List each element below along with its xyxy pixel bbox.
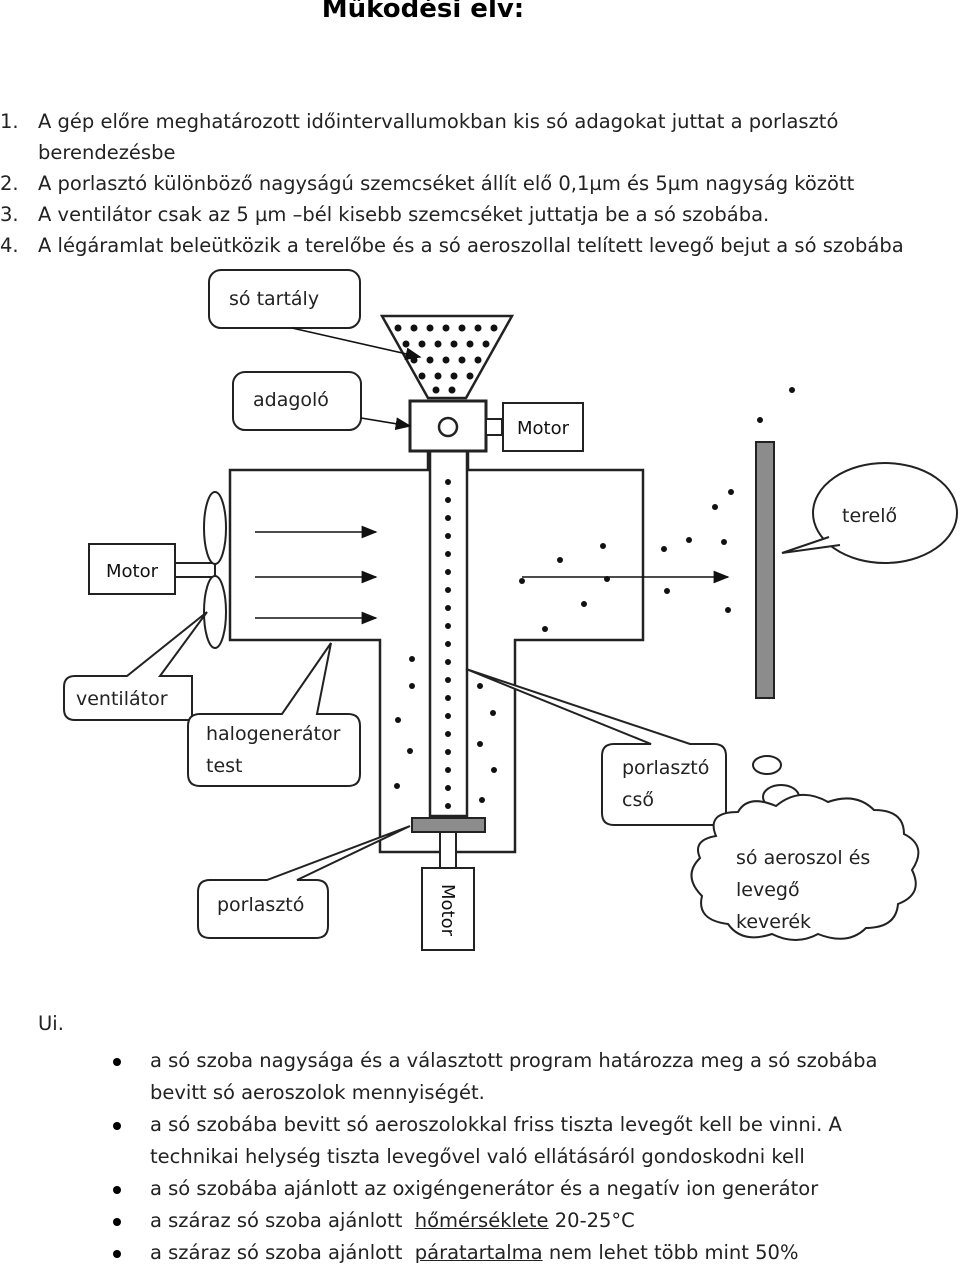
halogenerator-diagram: Motor Motor Motor só tartály adagoló ter… (63, 269, 958, 951)
salt-tank-pointer (291, 327, 422, 361)
callout-salt-tank-text: só tartály (229, 288, 319, 310)
fan-motor (88, 543, 176, 595)
hopper-salt-dots (394, 324, 498, 394)
note-item: a száraz só szoba ajánlott páratartalma … (0, 1237, 900, 1269)
step-item: 3. A ventilátor csak az 5 µm –bél kisebb … (0, 199, 930, 230)
callout-doser-text: adagoló (253, 389, 329, 411)
note-item: a só szoba nagysága és a választott prog… (0, 1045, 900, 1109)
note-text-underlined: páratartalma (414, 1241, 543, 1264)
step-number: 1. (0, 110, 19, 133)
bottom-motor-label: Motor (437, 884, 458, 937)
fan-shaft (174, 562, 216, 578)
callout-generator-body-text-1: halogenerátor (206, 723, 341, 745)
step-number: 3. (0, 203, 19, 226)
note-text: a só szoba nagysága és a választott prog… (150, 1049, 878, 1104)
bullet-icon (113, 1218, 121, 1226)
callout-aerosol-mix-text-3: keverék (736, 911, 811, 933)
note-text: a só szobába bevitt só aeroszolokkal fri… (150, 1113, 842, 1168)
fan-motor-label: Motor (106, 561, 159, 582)
bullet-icon (113, 1058, 121, 1066)
step-text: A légáramlat beleütközik a terelőbe és a… (38, 234, 904, 257)
step-text: A porlasztó különböző nagyságú szemcséke… (38, 172, 855, 195)
note-item: a só szobába bevitt só aeroszolokkal fri… (0, 1109, 900, 1173)
callout-generator-body-text-2: test (206, 755, 243, 777)
note-text-pre: a száraz só szoba ajánlott (150, 1209, 415, 1232)
fan-blade-top (203, 491, 227, 565)
callout-aerosol-mix-text-2: levegő (736, 879, 800, 901)
top-motor-label: Motor (517, 418, 570, 439)
page-title: Működési elv: (321, 0, 525, 24)
dosing-wheel (437, 416, 459, 438)
callout-doser (232, 371, 362, 431)
bottom-motor (421, 867, 475, 951)
callout-generator-body (187, 642, 361, 787)
note-text-underlined: hőmérséklete (414, 1209, 549, 1232)
step-text: A gép előre meghatározott időintervallum… (38, 110, 839, 164)
notes-list: a só szoba nagysága és a választott prog… (0, 1045, 900, 1269)
aerosol-particles (394, 387, 795, 803)
note-text-post: nem lehet több mint 50% (542, 1241, 799, 1264)
top-motor (502, 402, 584, 452)
notes-label: Ui. (38, 1012, 64, 1035)
callout-deflector (812, 462, 958, 564)
callout-salt-tank (208, 269, 361, 329)
callout-deflector-text: terelő (842, 505, 897, 527)
deflector-pointer (781, 536, 841, 554)
doser-pointer (360, 417, 412, 430)
atomizer-tube (428, 449, 469, 818)
step-item: 1. A gép előre meghatározott időintervall… (0, 106, 930, 168)
bullet-icon (113, 1122, 121, 1130)
callout-atomizer-tube-text-1: porlasztó (622, 757, 709, 779)
note-text-pre: a száraz só szoba ajánlott (150, 1241, 415, 1264)
note-text: a só szobába ajánlott az oxigéngenerátor… (150, 1177, 819, 1200)
note-item: a száraz só szoba ajánlott hőmérséklete … (0, 1205, 900, 1237)
step-number: 4. (0, 234, 19, 257)
note-item: a só szobába ajánlott az oxigéngenerátor… (0, 1173, 900, 1205)
callout-fan (63, 611, 208, 721)
callout-atomizer-tube-text-2: cső (622, 789, 654, 811)
callout-atomizer-text: porlasztó (217, 894, 304, 916)
deflector-plate (755, 441, 775, 699)
callout-atomizer (197, 825, 411, 939)
step-number: 2. (0, 172, 19, 195)
step-item: 4. A légáramlat beleütközik a terelőbe és… (0, 230, 930, 261)
callout-aerosol-mix (690, 755, 920, 941)
fan-blade-bottom (203, 575, 227, 649)
atomizer-plate (411, 817, 486, 833)
steps-list: 1. A gép előre meghatározott időintervall… (0, 106, 930, 261)
atomizer-shaft (439, 831, 457, 869)
bullet-icon (113, 1186, 121, 1194)
callout-aerosol-mix-text-1: só aeroszol és (736, 847, 870, 869)
tube-dots (445, 479, 451, 809)
generator-body (228, 451, 645, 854)
step-text: A ventilátor csak az 5 µm –bél kisebb sz… (38, 203, 770, 226)
callout-atomizer-tube (465, 668, 727, 826)
bullet-icon (113, 1250, 121, 1258)
step-item: 2. A porlasztó különböző nagyságú szemcsé… (0, 168, 930, 199)
airflow-arrows (255, 525, 730, 625)
dosing-shaft (485, 418, 503, 436)
callout-fan-text: ventilátor (76, 688, 168, 710)
note-text-post: 20-25°C (548, 1209, 635, 1232)
